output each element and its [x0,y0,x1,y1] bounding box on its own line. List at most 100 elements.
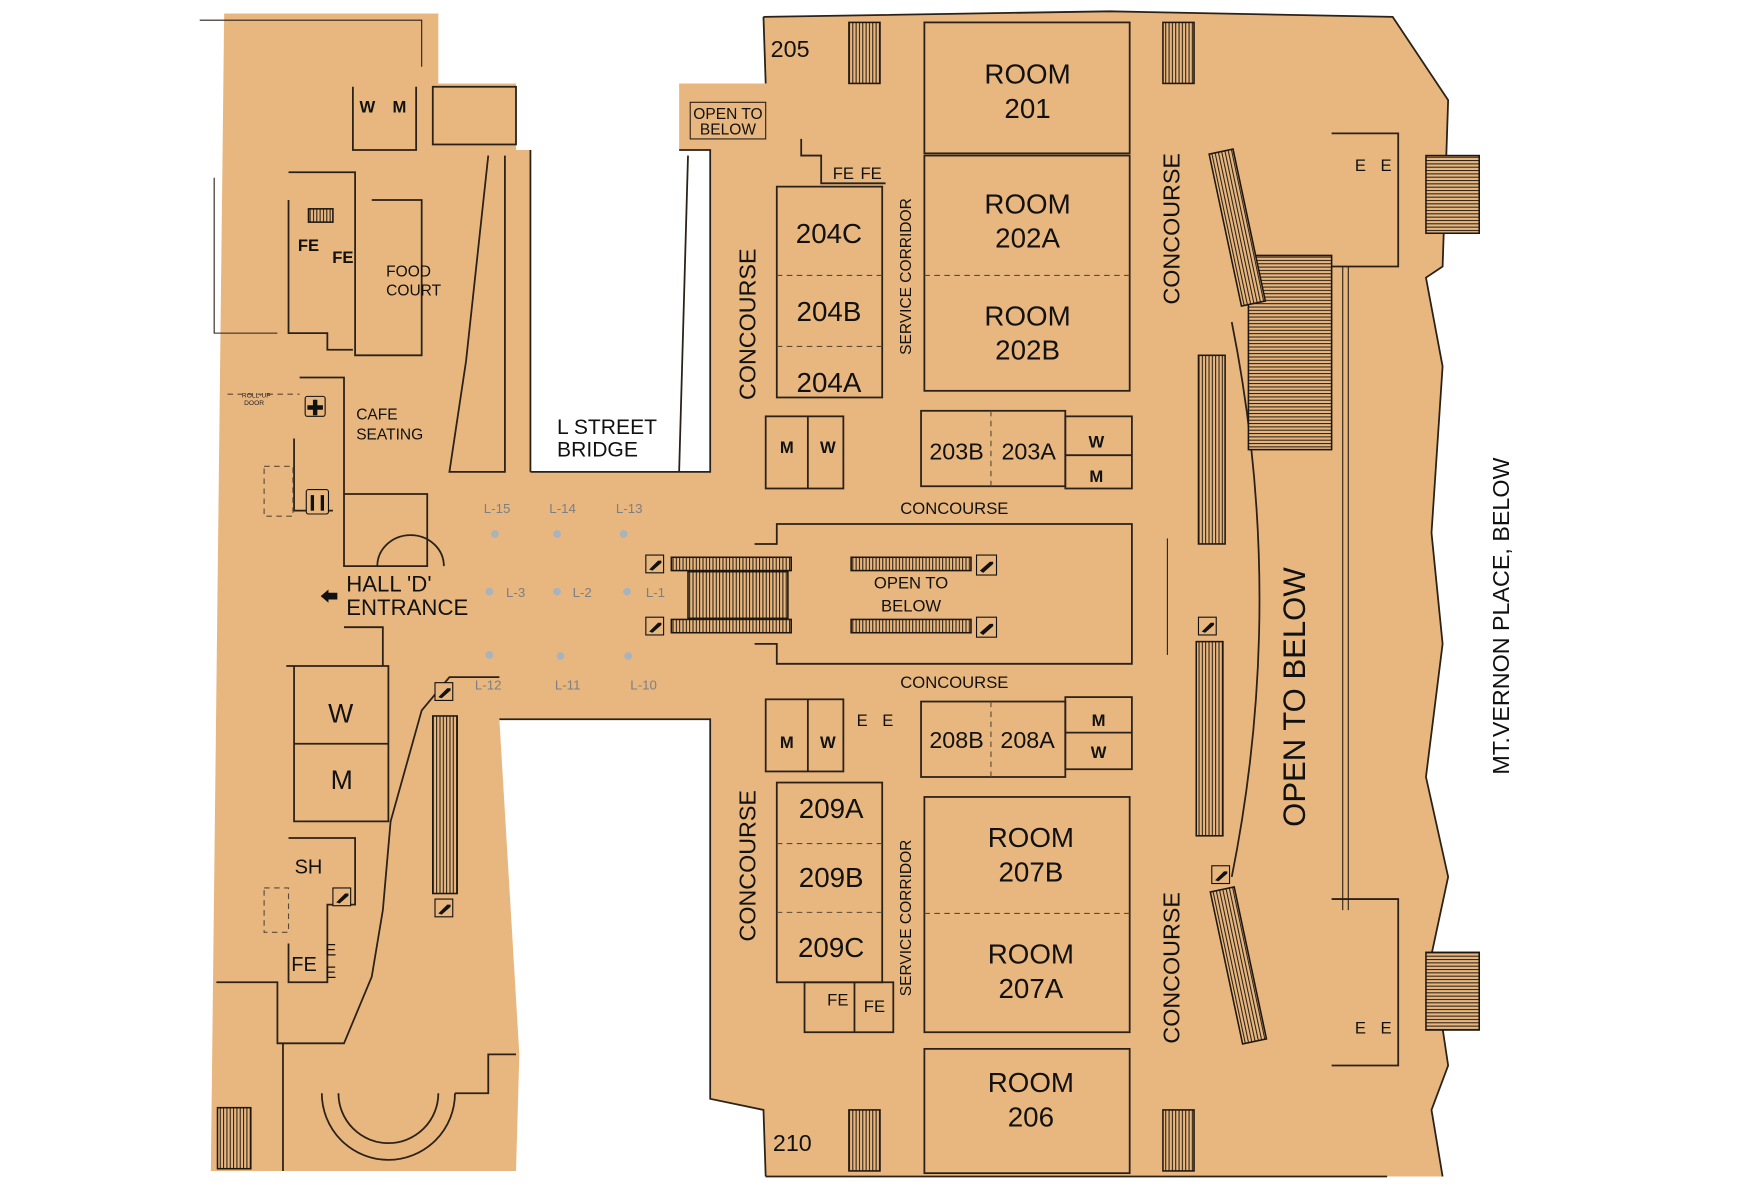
room-202b-label: ROOM [984,300,1070,331]
column-marker [623,587,631,596]
room-202b-number: 202B [995,335,1060,366]
floor-area [210,11,1449,1177]
escalator-icon [975,616,998,638]
column-marker [624,652,632,660]
showers-label: SH [295,857,323,879]
room-208b-label: 208B [929,727,983,753]
roll-up-door-label: DOOR [244,400,264,407]
elevator-label: E [857,711,868,730]
column-label: L-1 [646,585,665,600]
elevator-label: E [882,711,893,730]
column-label: L-10 [630,677,657,692]
fire-extinguisher-label: FE [827,991,848,1010]
escalator-icon [645,616,665,636]
service-corridor-label: SERVICE CORRIDOR [898,198,915,355]
walls [199,10,1480,1178]
room-209b-label: 209B [799,862,864,893]
column-marker [553,587,561,596]
concourse-label: CONCOURSE [1159,153,1185,304]
concourse-label: CONCOURSE [735,790,761,941]
escalator [432,715,458,895]
column-label: L-15 [484,501,511,516]
womens-restroom-label: W [1091,743,1107,762]
escalator-icon [332,887,352,907]
womens-restroom-label: W [820,733,836,752]
west-wing-floor [210,11,1449,1177]
column-label: L-3 [506,585,525,600]
room-209c-label: 209C [798,932,864,963]
food-court-label: COURT [386,282,441,299]
room-labels: 205 210 ROOM 201 ROOM 202A ROOM 202B ROO… [771,36,1074,1156]
escalator [1209,885,1268,1045]
room-207b-number: 207B [999,856,1064,887]
concourse-label: CONCOURSE [900,673,1008,692]
room-204c-label: 204C [796,218,862,249]
first-aid-icon [304,395,326,417]
room-206-number: 206 [1008,1102,1054,1133]
food-court-label: FOOD [386,264,431,281]
mens-restroom-label: M [393,97,407,116]
restaurant-icon [305,489,330,515]
elevator-label: E [325,941,336,960]
room-207a-label: ROOM [988,938,1074,969]
fire-extinguisher-label: FE [291,954,317,976]
room-208a-label: 208A [1000,727,1055,753]
column-marker [553,530,561,538]
roll-up-door-label: ROLL-UP [242,392,271,399]
mens-restroom-label: M [780,438,794,457]
concourse-label: CONCOURSE [1159,892,1185,1043]
mens-restroom-label: M [780,733,794,752]
arrow-left-icon [320,589,338,603]
mens-restroom-label: M [331,765,353,795]
elevator-label: E [1380,1018,1391,1037]
fire-extinguisher-label: FE [298,236,319,255]
escalators [432,148,1268,1045]
fire-extinguisher-label: FE [833,164,854,183]
cafe-seating-label: CAFE [356,407,397,424]
service-corridor-label: SERVICE CORRIDOR [898,840,915,997]
escalator-icon [434,682,454,701]
room-201-number: 201 [1004,93,1050,124]
column-marker [619,530,628,538]
open-to-below-label: OPEN TO BELOW [1277,567,1312,827]
fire-extinguisher-label: FE [860,164,881,183]
mt-vernon-place-label: MT.VERNON PLACE, BELOW [1488,458,1514,775]
room-202a-number: 202A [995,223,1060,254]
open-to-below-small-label: OPEN TO [693,106,762,123]
room-202a-label: ROOM [984,188,1070,219]
column-marker [485,587,494,596]
elevator-label: E [1380,156,1391,175]
column-label: L-13 [616,501,643,516]
area-labels: OPEN TO BELOW OPEN TO BELOW OPEN TO BELO… [227,101,1514,1044]
elevator-label: E [325,963,336,982]
column-marker [556,652,565,660]
column-label: L-12 [475,677,502,692]
concourse-label: CONCOURSE [900,499,1008,518]
fire-extinguisher-label: FE [332,248,353,267]
escalator-icons [304,395,1231,918]
escalator [1195,640,1224,837]
mens-restroom-label: M [1089,467,1103,486]
elevator-label: E [1355,156,1366,175]
escalator-icon [1211,865,1231,885]
columns: L-1 L-2 L-3 L-10 L-11 L-12 L-13 L-14 L-1… [475,501,665,692]
column-label: L-11 [555,677,581,692]
room-203a-label: 203A [1001,439,1056,465]
escalator [850,556,972,572]
room-205-label: 205 [771,36,810,62]
facility-labels: W M FE FE W M SH FE E E FE FE FE FE M W … [291,97,1391,1037]
escalator [1208,148,1267,308]
room-204b-label: 204B [797,296,862,327]
room-201-label: ROOM [984,58,1070,89]
womens-restroom-label: W [359,97,375,116]
column-label: L-14 [549,501,576,516]
escalator-icon [1197,616,1217,636]
hall-d-entrance-label: ENTRANCE [346,595,468,620]
escalator [1197,354,1226,545]
room-209a-label: 209A [799,793,864,824]
escalator-icon [975,554,998,576]
column-label: L-2 [573,585,592,600]
l-street-bridge-label: BRIDGE [557,438,638,461]
